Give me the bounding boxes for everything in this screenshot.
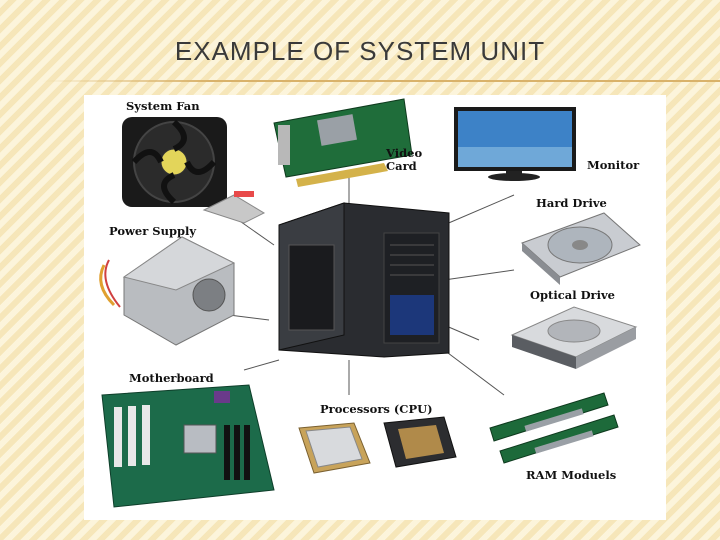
slide-title: EXAMPLE OF SYSTEM UNIT xyxy=(174,36,546,66)
connector-power-mid xyxy=(228,314,270,321)
diagram-panel: System Fan Video Card Monitor Hard Drive… xyxy=(84,95,666,520)
connector-motherboard xyxy=(243,359,280,371)
label-system-fan: System Fan xyxy=(126,99,200,113)
title-underline xyxy=(40,80,720,82)
label-hard-drive: Hard Drive xyxy=(536,196,607,210)
ram-modules-image xyxy=(489,392,619,464)
computer-case-image xyxy=(278,202,450,358)
label-video-card-line2: Card xyxy=(386,159,417,173)
video-card-image xyxy=(273,98,413,187)
label-video-card-line1: Video xyxy=(385,146,422,160)
connector-ram xyxy=(443,349,505,396)
label-optical-drive: Optical Drive xyxy=(530,288,615,302)
hard-drive-image xyxy=(521,212,641,285)
system-fan-image xyxy=(122,117,266,224)
connector-hard-drive xyxy=(443,194,515,226)
motherboard-image xyxy=(101,384,275,508)
power-supply-image xyxy=(99,236,236,346)
connector-optical-drive xyxy=(443,269,515,281)
processors-image xyxy=(298,416,457,474)
label-motherboard: Motherboard xyxy=(129,371,214,385)
label-processors: Processors (CPU) xyxy=(320,402,433,416)
label-monitor: Monitor xyxy=(587,158,640,172)
optical-drive-image xyxy=(510,306,638,369)
connector-optical-drive-lower xyxy=(443,324,480,341)
label-ram-modules: RAM Moduels xyxy=(526,468,616,482)
label-power-supply: Power Supply xyxy=(109,224,196,238)
monitor-image xyxy=(454,107,576,181)
system-unit-diagram: System Fan Video Card Monitor Hard Drive… xyxy=(99,98,641,508)
connector-lines xyxy=(228,175,515,396)
